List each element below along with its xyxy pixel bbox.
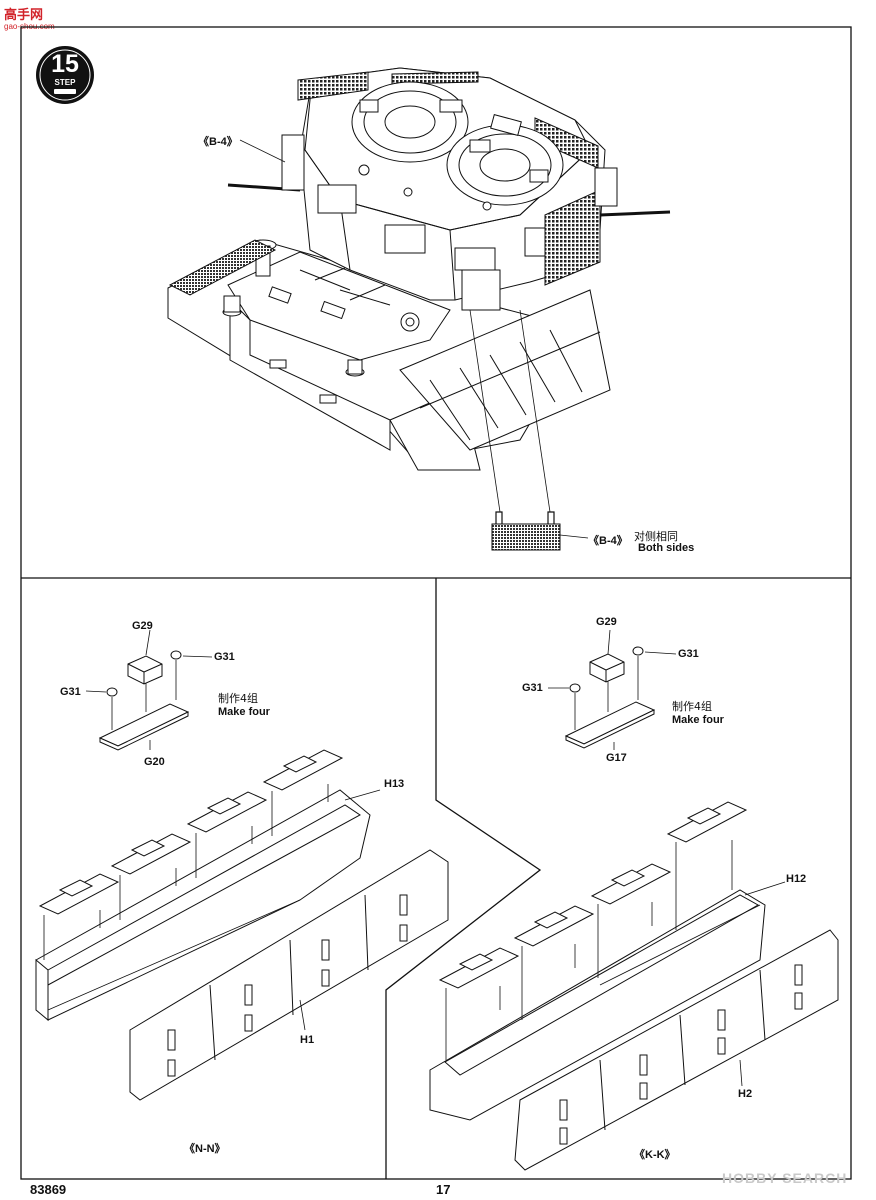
watermark-logo: 高手网	[4, 8, 44, 23]
part-g20: G20	[144, 756, 165, 768]
caption-n-n: 《N-N》	[184, 1143, 226, 1155]
note-both-sides-cn: 对侧相同	[634, 530, 678, 543]
callout-b4-turret: 《B-4》	[198, 136, 238, 148]
note-both-sides-en: Both sides	[638, 542, 695, 554]
part-g29-right: G29	[596, 616, 617, 628]
step-label: STEP	[54, 78, 76, 87]
kit-number: 83869	[30, 1182, 67, 1197]
part-h2: H2	[738, 1088, 753, 1100]
make-four-cn-left: 制作4组	[218, 692, 258, 705]
part-g31-left-a: G31	[214, 651, 235, 663]
callout-b4-part: 《B-4》	[588, 535, 628, 547]
step-number: 15	[51, 50, 79, 78]
part-g29-left: G29	[132, 620, 153, 632]
part-h12: H12	[786, 873, 807, 885]
page-number: 17	[436, 1182, 451, 1197]
part-g31-left-b: G31	[60, 686, 81, 698]
hobby-search-watermark: HOBBY SEARCH	[722, 1170, 848, 1186]
make-four-en-right: Make four	[672, 714, 724, 726]
part-h1: H1	[300, 1034, 315, 1046]
part-g31-right-b: G31	[522, 682, 543, 694]
make-four-cn-right: 制作4组	[672, 700, 712, 713]
step-badge: 15 STEP	[34, 44, 96, 106]
part-g17: G17	[606, 752, 627, 764]
caption-k-k: 《K-K》	[634, 1149, 676, 1161]
make-four-en-left: Make four	[218, 706, 270, 718]
part-h13: H13	[384, 778, 405, 790]
part-g31-right-a: G31	[678, 648, 699, 660]
